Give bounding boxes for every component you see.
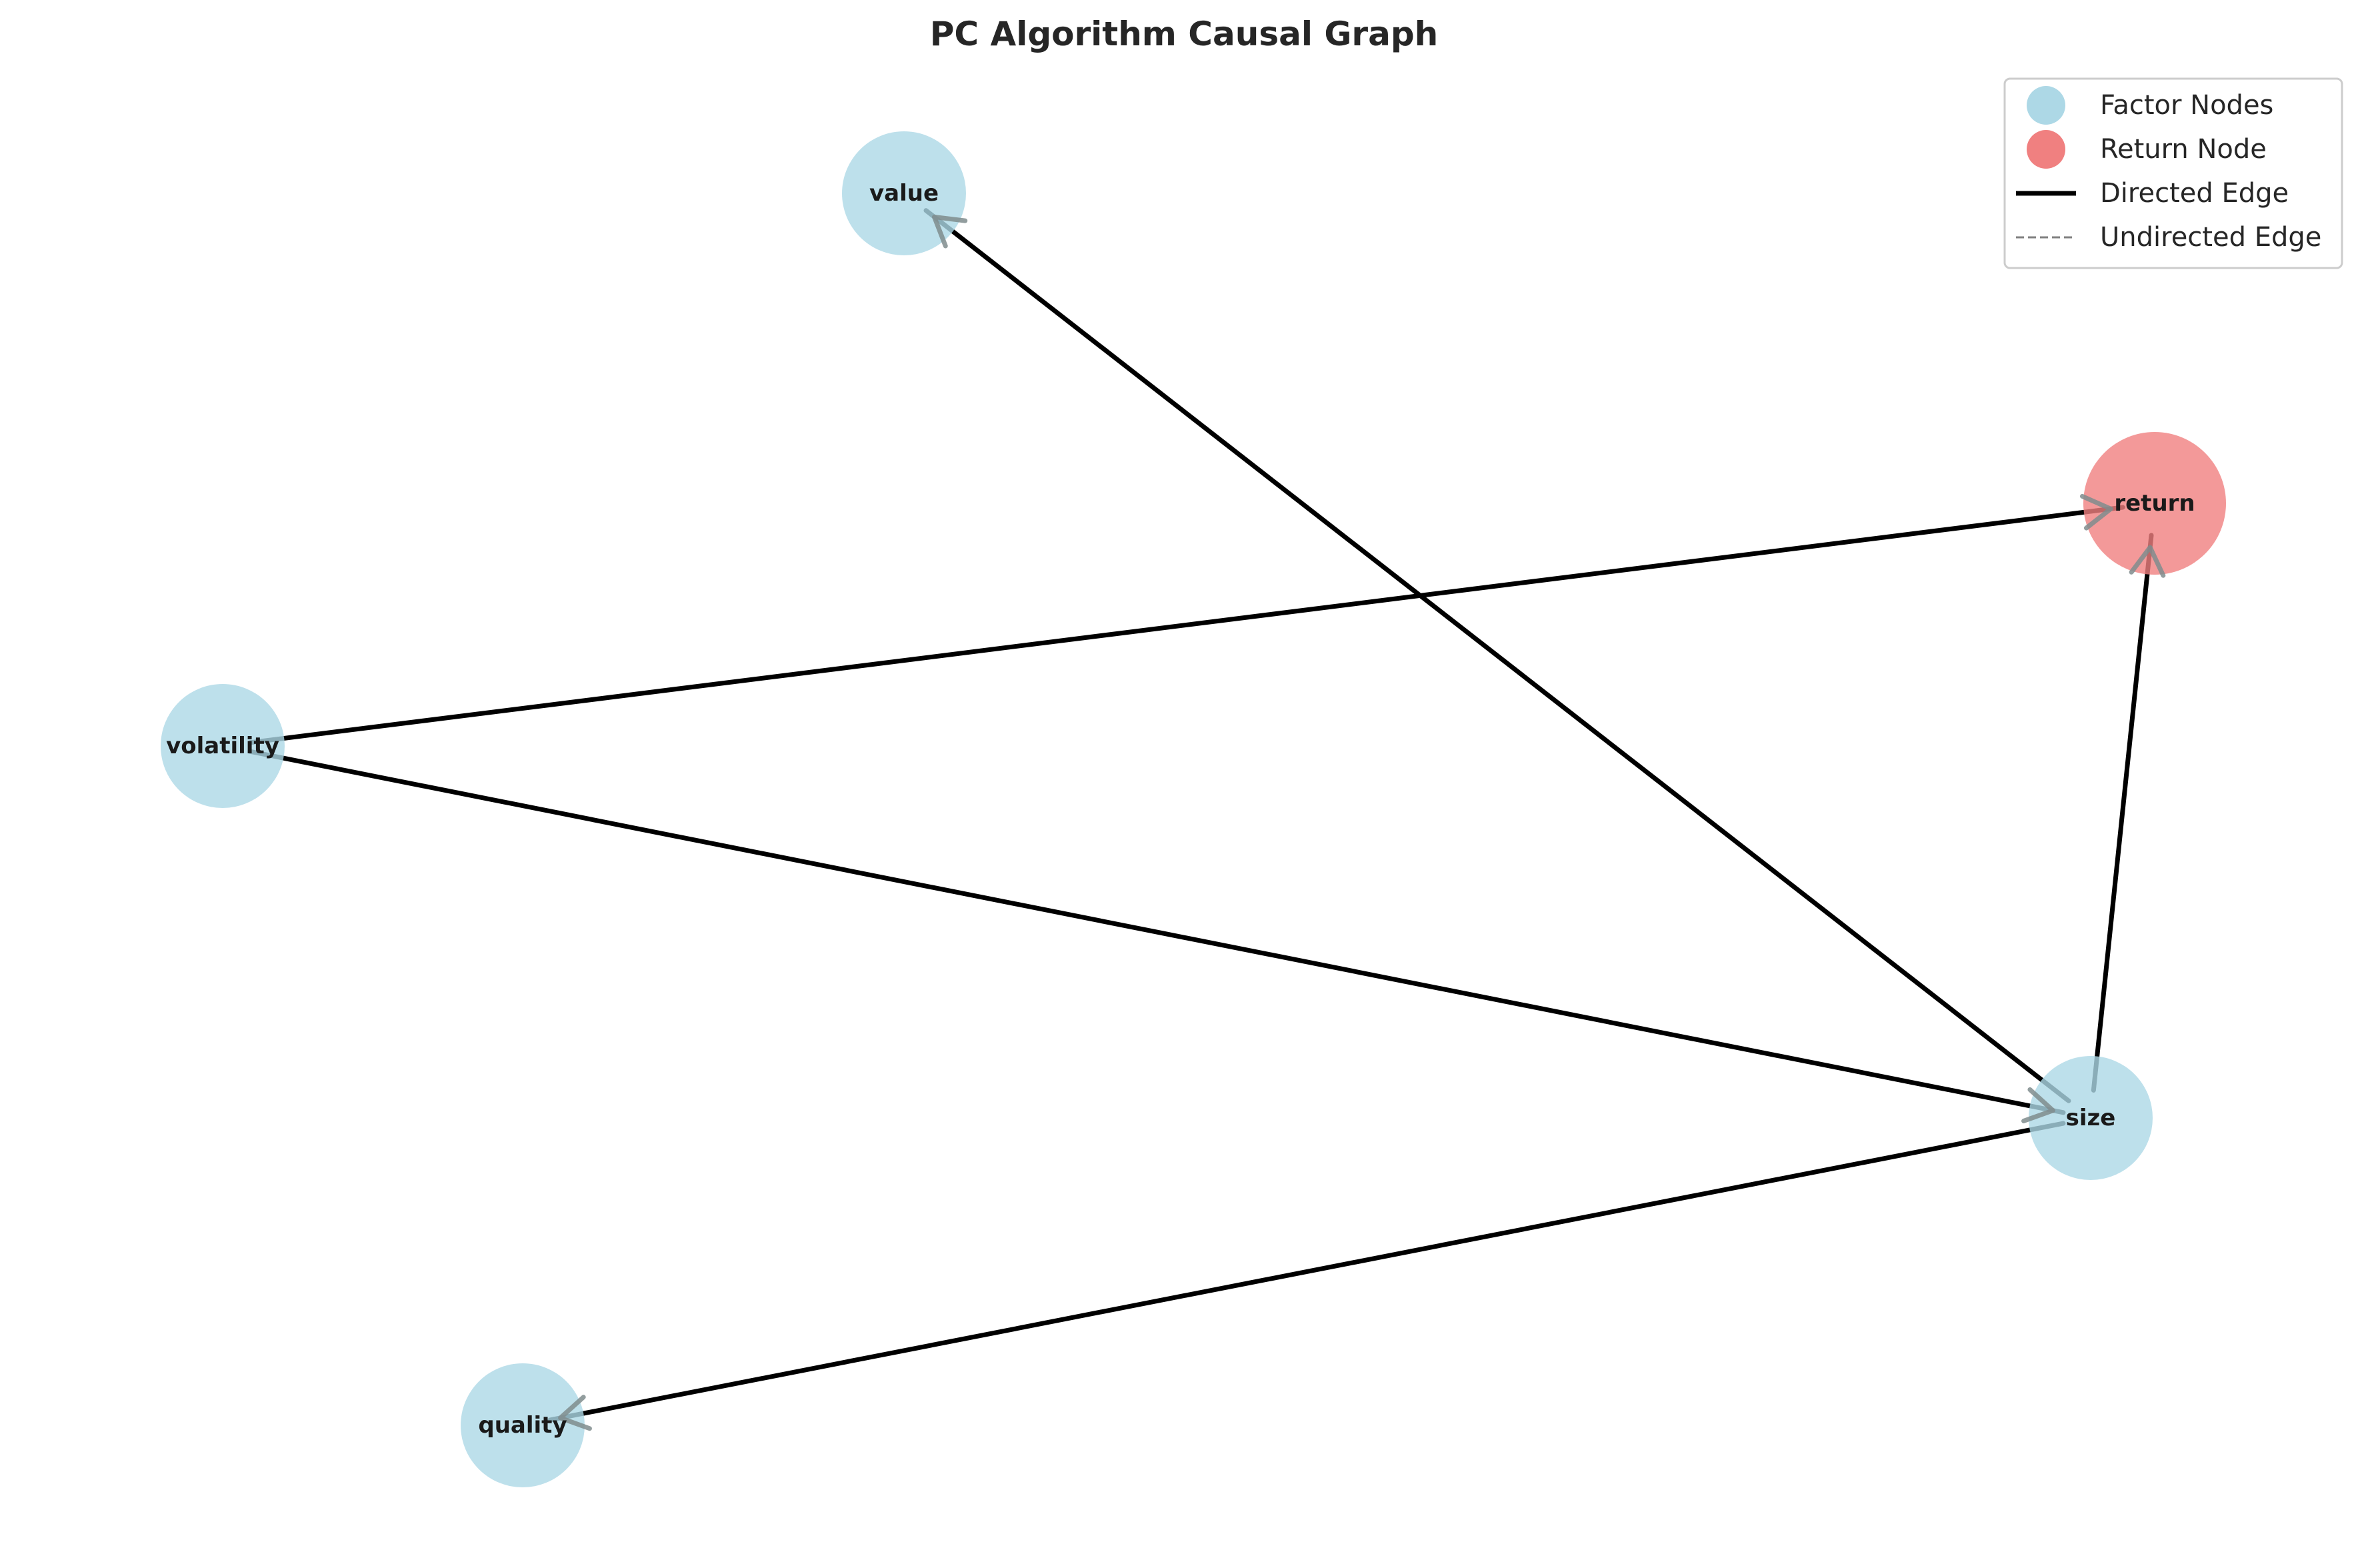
edge-volatility-to-size [247, 749, 2066, 1115]
node-label-value: value [869, 180, 939, 207]
legend-label-directed-edge: Directed Edge [2100, 178, 2289, 209]
arrowheads-layer [558, 214, 2166, 1431]
arrowhead-size-to-quality [558, 1395, 592, 1431]
node-labels-layer: value return volatility size quality [166, 180, 2195, 1439]
node-size [2029, 1056, 2153, 1180]
edge-size-to-value [923, 208, 2071, 1103]
edge-size-to-quality [547, 1121, 2066, 1423]
edge-volatility-to-return [248, 505, 2125, 745]
node-label-quality: quality [478, 1412, 567, 1439]
arrowhead-size-to-return [2129, 545, 2166, 578]
chart-title: PC Algorithm Causal Graph [930, 15, 1438, 53]
legend-frame [2003, 77, 2343, 269]
legend-marker-return-node [2027, 130, 2065, 169]
node-label-return: return [2114, 490, 2195, 517]
node-quality [461, 1363, 585, 1487]
legend-marker-factor-nodes [2027, 86, 2065, 125]
edge-size-to-return [2091, 533, 2154, 1093]
arrowhead-volatility-to-return [2079, 493, 2113, 531]
arrowhead-size-to-value [931, 214, 968, 249]
node-volatility [161, 684, 285, 808]
nodes-layer [161, 131, 2226, 1487]
edges-layer [247, 208, 2154, 1423]
legend-label-return-node: Return Node [2100, 134, 2267, 165]
legend-label-factor-nodes: Factor Nodes [2100, 90, 2273, 121]
node-label-volatility: volatility [166, 733, 279, 759]
node-label-size: size [2066, 1105, 2116, 1131]
arrowhead-volatility-to-size [2021, 1087, 2055, 1123]
legend-label-undirected-edge: Undirected Edge [2100, 222, 2321, 253]
node-return [2083, 432, 2226, 575]
